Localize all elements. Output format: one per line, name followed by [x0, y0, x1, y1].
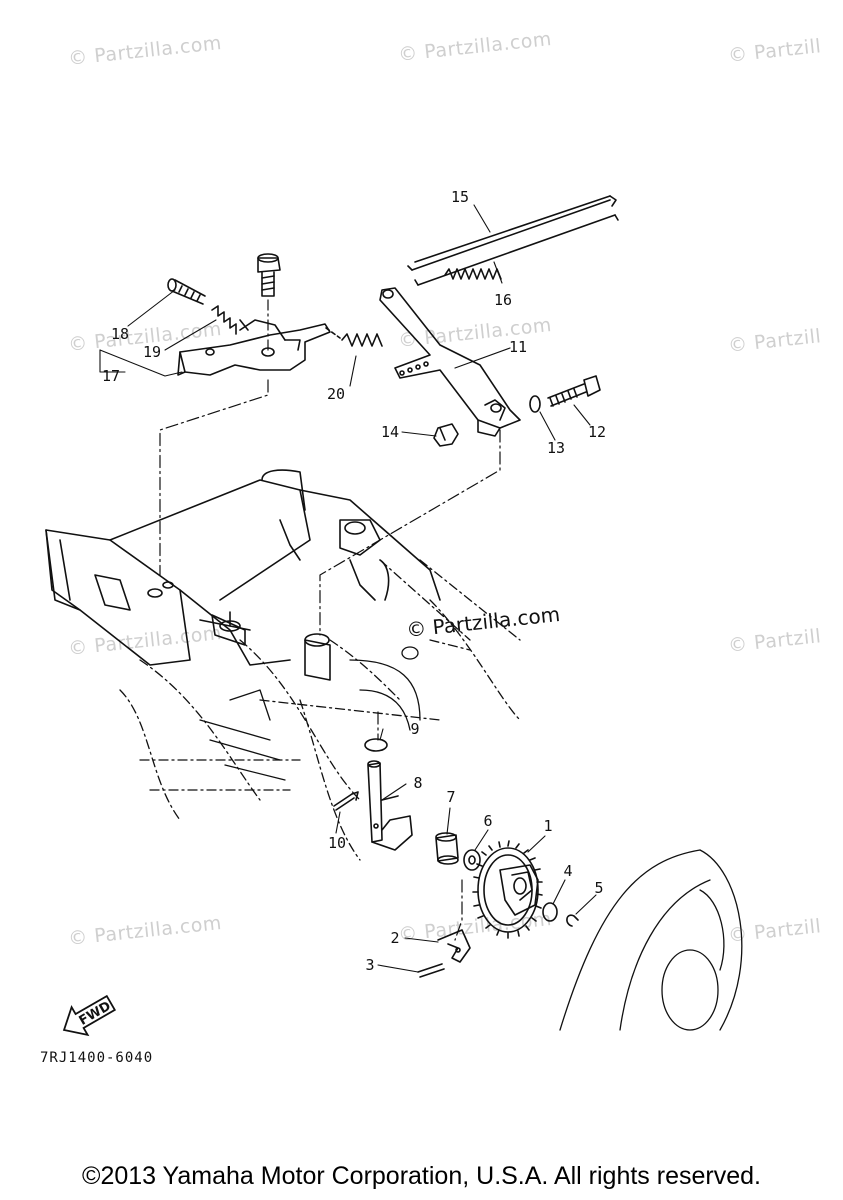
catalog-code: 7RJ1400-6040 — [40, 1050, 154, 1066]
part-14-nut — [433, 423, 459, 447]
part-19-spring — [211, 305, 237, 335]
callout-6: 6 — [483, 812, 493, 830]
callout-18: 18 — [110, 325, 130, 343]
callout-4: 4 — [563, 862, 573, 880]
bracket-mount-bolt — [257, 253, 281, 351]
callout-14: 14 — [380, 423, 400, 441]
part-7-collar — [435, 832, 459, 865]
callout-11: 11 — [508, 338, 528, 356]
callout-8: 8 — [413, 774, 423, 792]
callout-17: 17 — [101, 367, 121, 385]
part-18-screw — [167, 278, 206, 305]
callout-3: 3 — [365, 956, 375, 974]
callout-5: 5 — [594, 879, 604, 897]
part-1-governor-gear — [472, 840, 543, 939]
part-10-pin — [333, 791, 359, 811]
part-16-spring-rod — [414, 214, 619, 286]
assembly-leader-lines — [159, 379, 501, 941]
callout-15: 15 — [450, 188, 470, 206]
part-2-clip — [437, 929, 471, 963]
engine-case-outline — [119, 559, 521, 861]
part-6-washer — [463, 849, 481, 871]
part-9-washer — [364, 738, 388, 752]
callout-16: 16 — [493, 291, 513, 309]
callout-7: 7 — [446, 788, 456, 806]
frame-bracket — [45, 469, 441, 681]
part-8-shaft — [367, 760, 413, 851]
side-cover — [559, 849, 743, 1031]
part-17-bracket — [177, 319, 331, 376]
part-5-circlip — [566, 914, 579, 927]
callout-9: 9 — [410, 720, 420, 738]
part-3-pin — [417, 963, 445, 978]
part-12-bolt — [547, 375, 601, 407]
callout-19: 19 — [142, 343, 162, 361]
crankcase-lines — [199, 646, 421, 781]
forward-arrow-icon: FWD — [62, 994, 117, 1037]
callout-12: 12 — [587, 423, 607, 441]
part-11-lever — [379, 287, 521, 437]
callout-2: 2 — [390, 929, 400, 947]
part-4-washer — [542, 902, 558, 922]
part-13-washer — [529, 395, 541, 413]
part-20-spring — [325, 327, 383, 347]
part-15-rod — [407, 195, 617, 271]
copyright-notice: ©2013 Yamaha Motor Corporation, U.S.A. A… — [82, 1162, 761, 1190]
callout-20: 20 — [326, 385, 346, 403]
callout-leader-lines — [99, 204, 597, 973]
callout-1: 1 — [543, 817, 553, 835]
callout-13: 13 — [546, 439, 566, 457]
callout-10: 10 — [327, 834, 347, 852]
